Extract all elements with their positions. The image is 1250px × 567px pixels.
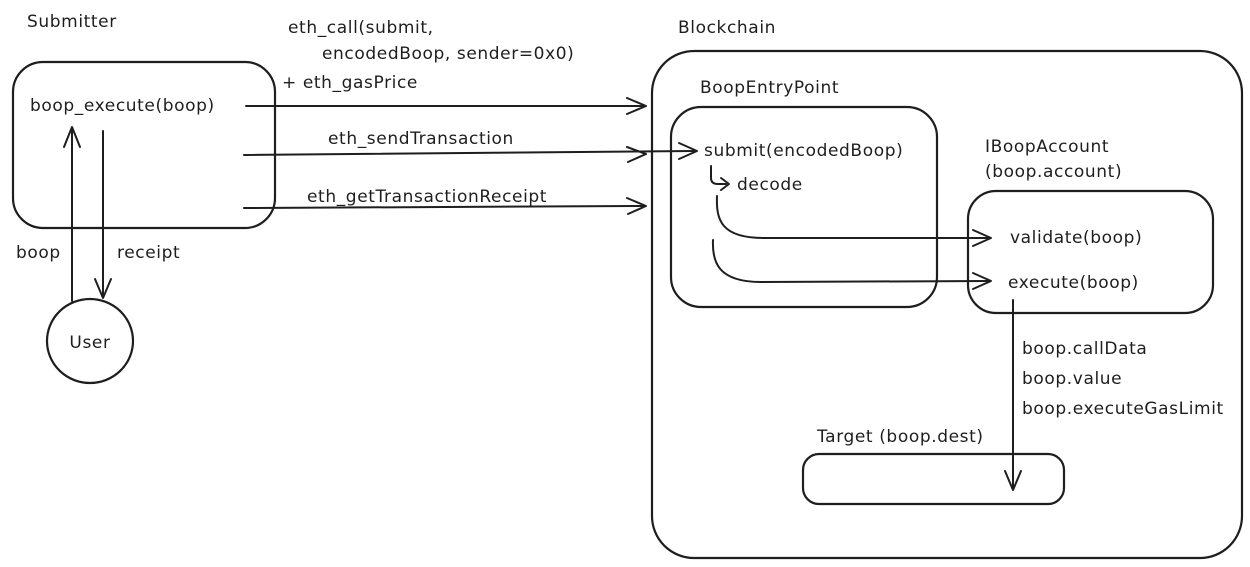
eth-get-receipt-arrowhead-icon (626, 197, 647, 215)
eth-send-transaction-arrow (243, 142, 698, 163)
boop-entry-point-title: BoopEntryPoint (700, 78, 839, 98)
boop-arrow-label: boop (16, 243, 61, 263)
submitter-box (11, 60, 277, 230)
validate-arrowhead-icon (972, 229, 992, 247)
submit-label: submit(encodedBoop) (704, 141, 903, 161)
execute-arg-gaslimit: boop.executeGasLimit (1022, 399, 1224, 419)
eth-send-mid-arrowhead-icon (626, 146, 647, 163)
iboop-account-title: IBoopAccount (985, 137, 1109, 157)
blockchain-title: Blockchain (678, 18, 776, 38)
decode-label: decode (737, 175, 803, 195)
execute-arg-value: boop.value (1022, 369, 1122, 389)
eth-call-arrowhead-icon (626, 97, 647, 115)
boop-entry-point-box (669, 105, 939, 309)
target-arrowhead-icon (1004, 470, 1022, 491)
eth-get-receipt-label: eth_getTransactionReceipt (307, 187, 547, 207)
execute-arg-calldata: boop.callData (1022, 339, 1147, 359)
eth-call-label-line2: encodedBoop, sender=0x0) (322, 44, 574, 64)
eth-send-arrowhead-icon (678, 142, 698, 160)
receipt-arrow-label: receipt (117, 243, 180, 263)
target-title: Target (boop.dest) (816, 427, 984, 447)
user-group: User boop receipt (16, 126, 180, 385)
receipt-arrow (94, 130, 112, 299)
execute-arrowhead-icon (972, 272, 992, 290)
eth-send-transaction-label: eth_sendTransaction (328, 129, 514, 149)
submitter-title: Submitter (27, 12, 117, 32)
boop-arrow (63, 126, 81, 302)
target-box (801, 452, 1066, 506)
eth-gas-price-label: + eth_gasPrice (282, 73, 418, 93)
decode-to-execute-arrow (711, 239, 992, 290)
validate-label: validate(boop) (1010, 228, 1142, 248)
user-label: User (69, 333, 110, 353)
eth-call-arrow (245, 97, 647, 115)
eth-get-receipt-arrow (243, 197, 647, 215)
eth-call-label-line1: eth_call(submit, (288, 18, 434, 38)
iboop-account-box (966, 189, 1215, 315)
boop-arrowhead-icon (63, 126, 81, 148)
user-circle (45, 297, 135, 385)
iboop-account-subtitle: (boop.account) (985, 162, 1122, 182)
decode-arrowhead-icon (720, 177, 730, 191)
decode-elbow-arrow (710, 165, 730, 191)
execute-to-target-arrow (1004, 299, 1022, 491)
blockchain-group: Blockchain BoopEntryPoint submit(encoded… (650, 18, 1244, 560)
boop-execute-label: boop_execute(boop) (30, 96, 215, 116)
receipt-arrowhead-icon (94, 278, 112, 299)
blockchain-box (650, 49, 1244, 560)
submitter-group: Submitter boop_execute(boop) (11, 12, 277, 230)
execute-label: execute(boop) (1008, 273, 1139, 293)
decode-to-validate-arrow (715, 195, 992, 247)
